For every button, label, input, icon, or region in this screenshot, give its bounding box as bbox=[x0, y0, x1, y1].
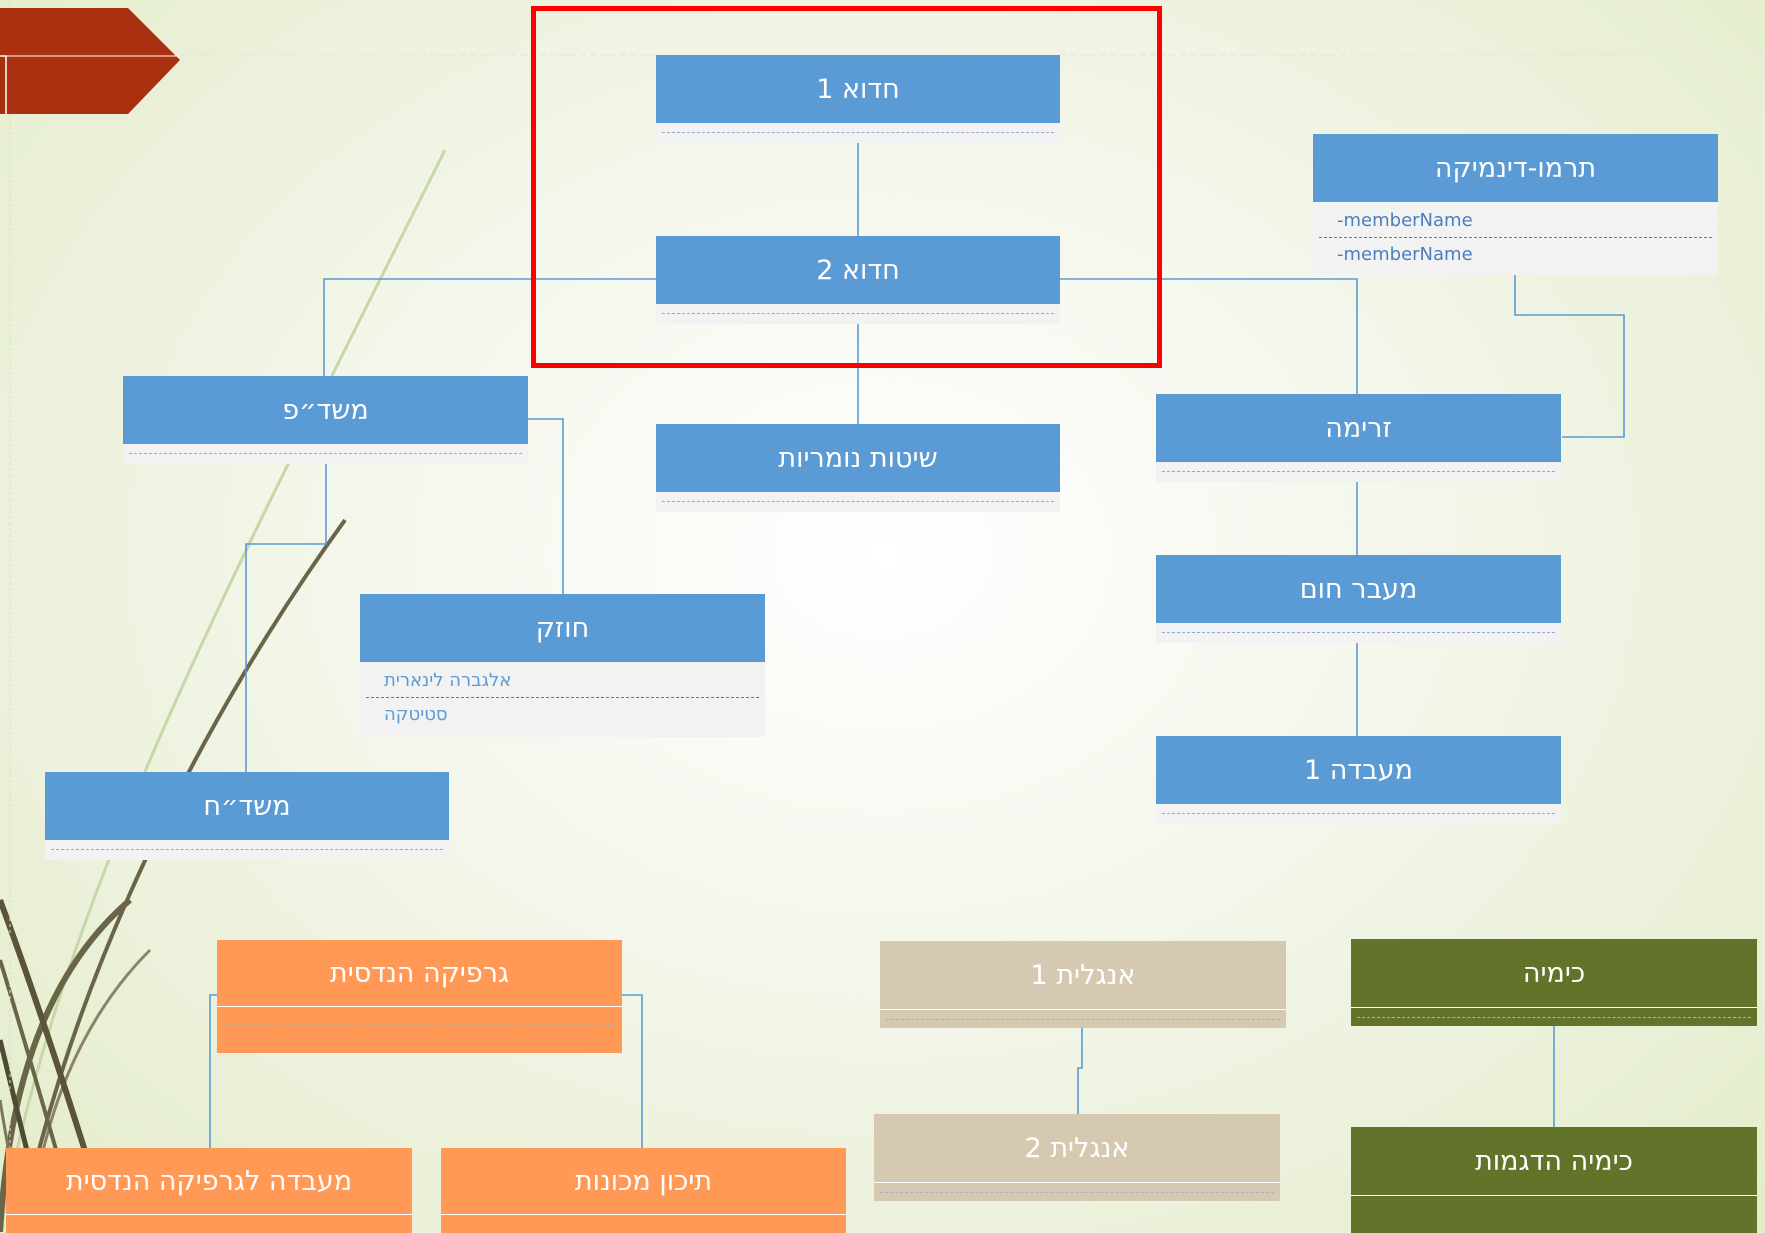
class-node-hedva1[interactable]: חדוא 1 bbox=[656, 55, 1060, 143]
class-node-strength[interactable]: חוזק אלגברה לינארית סטיטקה bbox=[360, 594, 765, 737]
node-title: מעבדה 1 bbox=[1156, 736, 1561, 804]
node-title: זרימה bbox=[1156, 394, 1561, 462]
class-node-machine-design[interactable]: תיכון מכונות bbox=[441, 1148, 846, 1233]
class-node-english1[interactable]: אנגלית 1 bbox=[880, 941, 1286, 1028]
node-title: גרפיקה הנדסית bbox=[217, 940, 622, 1006]
class-node-graphics-lab[interactable]: מעבדה לגרפיקה הנדסית bbox=[6, 1148, 412, 1233]
class-node-english2[interactable]: אנגלית 2 bbox=[874, 1114, 1280, 1201]
node-title: שיטות נומריות bbox=[656, 424, 1060, 492]
class-node-engineering-graphics[interactable]: גרפיקה הנדסית bbox=[217, 940, 622, 1053]
class-node-flow[interactable]: זרימה bbox=[1156, 394, 1561, 482]
class-node-hedva2[interactable]: חדוא 2 bbox=[656, 236, 1060, 324]
highlight-box bbox=[531, 6, 1162, 368]
node-title: אנגלית 1 bbox=[880, 941, 1286, 1009]
node-title: חדוא 2 bbox=[656, 236, 1060, 304]
title-tab bbox=[0, 8, 180, 114]
node-title: חוזק bbox=[360, 594, 765, 662]
class-node-chemistry-demos[interactable]: כימיה הדגמות bbox=[1351, 1127, 1757, 1233]
node-title: מעבדה לגרפיקה הנדסית bbox=[6, 1148, 412, 1214]
class-node-heat-transfer[interactable]: מעבר חום bbox=[1156, 555, 1561, 643]
class-node-numerical-methods[interactable]: שיטות נומריות bbox=[656, 424, 1060, 512]
class-node-mashdap[interactable]: משד״פ bbox=[123, 376, 528, 464]
member-field: אלגברה לינארית bbox=[384, 670, 512, 691]
class-node-thermodynamics[interactable]: תרמו-דינמיקה -memberName -memberName bbox=[1313, 134, 1718, 275]
node-title: משד״פ bbox=[123, 376, 528, 444]
node-title: תיכון מכונות bbox=[441, 1148, 846, 1214]
member-field: -memberName bbox=[1337, 210, 1473, 231]
node-title: כימיה bbox=[1351, 939, 1757, 1007]
member-field: -memberName bbox=[1319, 237, 1712, 271]
node-title: אנגלית 2 bbox=[874, 1114, 1280, 1182]
node-title: כימיה הדגמות bbox=[1351, 1127, 1757, 1195]
class-node-mashdach[interactable]: משד״ח bbox=[45, 772, 449, 860]
class-node-chemistry[interactable]: כימיה bbox=[1351, 939, 1757, 1026]
node-title: חדוא 1 bbox=[656, 55, 1060, 123]
node-title: מעבר חום bbox=[1156, 555, 1561, 623]
member-field: סטיטקה bbox=[366, 697, 759, 731]
class-node-lab1[interactable]: מעבדה 1 bbox=[1156, 736, 1561, 824]
node-title: תרמו-דינמיקה bbox=[1313, 134, 1718, 202]
node-title: משד״ח bbox=[45, 772, 449, 840]
